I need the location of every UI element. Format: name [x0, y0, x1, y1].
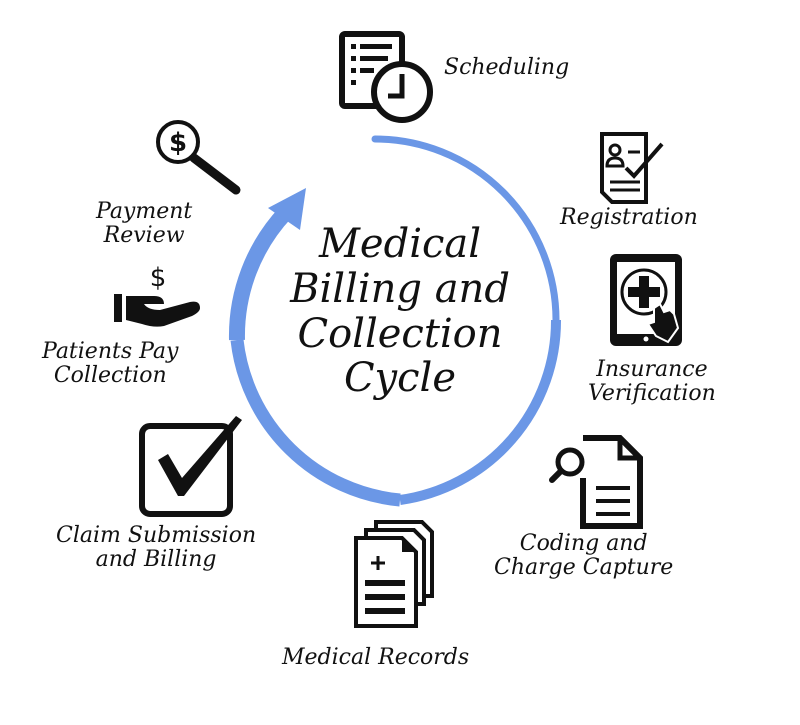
checkbox-check-icon: [138, 414, 248, 518]
cycle-title: Medical Billing and Collection Cycle: [250, 222, 550, 401]
step-label-patients-pay: Patients Pay Collection: [42, 339, 179, 389]
hand-dollar-icon: $: [112, 262, 204, 328]
magnifier-dollar-icon: $: [152, 118, 246, 200]
step-label-registration: Registration: [560, 205, 698, 230]
step-label-claim-submission: Claim Submission and Billing: [56, 523, 257, 573]
calendar-clock-icon: [338, 30, 438, 125]
tablet-medical-touch-icon: [608, 252, 688, 352]
title-line-4: Cycle: [343, 355, 457, 402]
step-label-medical-records: Medical Records: [282, 645, 470, 670]
svg-text:$: $: [150, 263, 167, 293]
step-label-scheduling: Scheduling: [444, 55, 570, 80]
title-line-3: Collection: [297, 310, 503, 357]
title-line-1: Medical: [318, 221, 482, 267]
form-check-icon: [598, 130, 668, 210]
step-label-insurance-verification: Insurance Verification: [588, 357, 716, 407]
stacked-documents-icon: [352, 518, 442, 628]
title-line-2: Billing and: [290, 265, 510, 312]
svg-text:$: $: [169, 128, 187, 158]
document-search-icon: [548, 430, 648, 530]
step-label-payment-review: Payment Review: [96, 199, 193, 249]
step-label-coding-charge-capture: Coding and Charge Capture: [494, 531, 674, 581]
